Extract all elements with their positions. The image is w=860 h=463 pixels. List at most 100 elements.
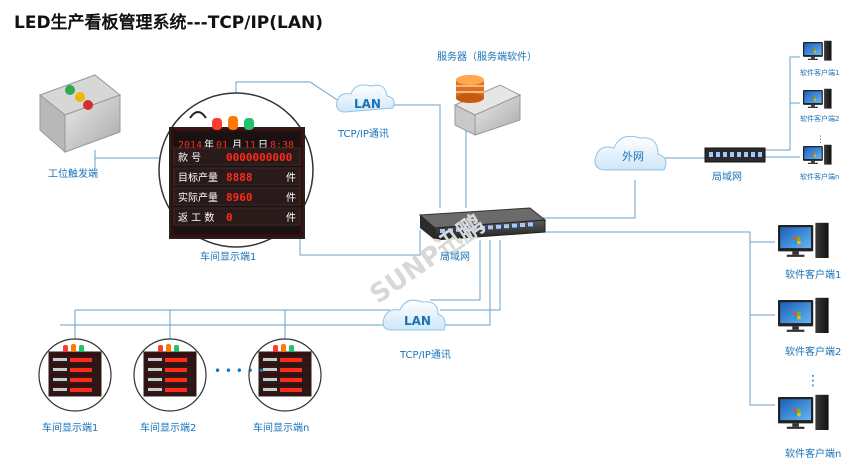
lan-bottom-word: LAN: [404, 314, 431, 328]
client-small-1-icon: [803, 40, 832, 61]
led-row-value: 8960: [226, 191, 253, 204]
line-switch-down1: [430, 240, 481, 301]
lan-cloud-bottom: LAN: [382, 299, 446, 331]
label-trigger: 工位触发端: [48, 169, 98, 180]
led-row: 实际产量 8960 件: [173, 187, 301, 206]
led-row-unit: 件: [286, 212, 296, 224]
line-lan-switch: [385, 104, 441, 208]
label-client-small-2: 软件客户端2: [800, 115, 840, 123]
client-small-n-icon: [803, 144, 832, 165]
line-board-switch: [299, 230, 421, 256]
green-lamp-icon: [244, 118, 254, 130]
ellipsis-dots: • • • • •: [214, 364, 265, 378]
page-title: LED生产看板管理系统---TCP/IP(LAN): [14, 13, 324, 33]
line-switch-down3: [440, 240, 501, 311]
red-button-icon: [83, 100, 93, 110]
led-row: 款 号 0000000000: [173, 147, 301, 166]
client-small-2-icon: [803, 88, 832, 109]
line-switch-wan: [540, 180, 636, 219]
client-small-ellipsis: ⋮: [816, 135, 825, 145]
led-date-year: 2014: [178, 140, 202, 151]
led-year-char: 年: [204, 138, 214, 151]
connection-lines: [60, 56, 800, 406]
switch-port-icon: [488, 225, 493, 230]
line-trigger-board: [94, 157, 160, 170]
label-bottom-display-1: 车间显示端1: [42, 423, 99, 434]
wan-cloud: 外网: [594, 135, 667, 171]
switch-port-icon: [480, 226, 485, 230]
switch-port-icon: [464, 227, 469, 232]
led-date-month: 01: [216, 140, 228, 151]
server-icon: [453, 75, 522, 136]
green-button-icon: [65, 85, 75, 95]
label-switch-right: 局域网: [712, 172, 742, 183]
switch-port-icon: [472, 226, 477, 231]
led-row-label: 返 工 数: [178, 211, 214, 224]
trigger-box: [38, 74, 122, 154]
client-1-icon: [778, 222, 829, 258]
led-row: 目标产量 8888 件: [173, 167, 301, 186]
line-board-lan: [235, 81, 346, 106]
label-server: 服务器（服务端软件）: [437, 52, 537, 63]
switch-port-icon: [716, 152, 720, 157]
switch-port-icon: [709, 152, 713, 157]
lan-top-word: LAN: [354, 97, 381, 111]
led-row-value: 8888: [226, 171, 253, 184]
led-row-label: 目标产量: [178, 171, 218, 184]
red-lamp-icon: [212, 118, 222, 130]
led-row-unit: 件: [286, 192, 296, 204]
small-switch-icon: [704, 147, 766, 163]
led-date-day: 11: [244, 140, 256, 151]
bottom-display-2-icon: [133, 338, 207, 412]
label-client-small-n: 软件客户端n: [800, 173, 840, 181]
switch-port-icon: [504, 224, 509, 229]
wan-label: 外网: [622, 150, 644, 163]
client-n-icon: [778, 394, 829, 430]
label-tcpip-bottom: TCP/IP通讯: [400, 350, 451, 361]
switch-port-icon: [440, 229, 445, 233]
label-client-1: 软件客户端1: [785, 270, 842, 281]
switch-port-icon: [744, 152, 748, 157]
led-rows: 2014 年 01 月 11 日 8:38 款 号 0000000000 目标产量 8…: [173, 138, 301, 226]
label-client-2: 软件客户端2: [785, 347, 842, 358]
switch-port-icon: [737, 152, 741, 157]
led-month-char: 月: [232, 139, 242, 151]
client-ellipsis: ⋮: [806, 373, 820, 389]
label-client-small-1: 软件客户端1: [800, 69, 840, 77]
line-switch-down2: [60, 240, 491, 326]
switch-port-icon: [456, 227, 461, 232]
label-tcpip-top: TCP/IP通讯: [338, 129, 389, 140]
orange-lamp-icon: [228, 116, 238, 130]
label-bottom-display-n: 车间显示端n: [253, 423, 310, 434]
led-row-label: 款 号: [178, 151, 201, 164]
bottom-display-1-icon: [38, 338, 112, 412]
bottom-display-n-icon: [248, 338, 322, 412]
led-time: 8:38: [270, 140, 294, 151]
led-row-value: 0: [226, 211, 233, 224]
label-bottom-display-2: 车间显示端2: [140, 423, 197, 434]
led-row-unit: 件: [286, 172, 296, 184]
lan-cloud-top: LAN: [336, 84, 395, 113]
switch-port-icon: [448, 228, 453, 233]
line-switch-clients: [540, 231, 775, 406]
label-client-n: 软件客户端n: [785, 449, 842, 460]
label-switch-center: 局域网: [440, 252, 470, 263]
switch-port-icon: [496, 224, 501, 229]
speaker-icon: [189, 111, 207, 119]
led-row-label: 实际产量: [178, 191, 218, 204]
switch-port-icon: [758, 152, 762, 157]
led-row: 返 工 数 0 件: [173, 207, 301, 226]
led-row-value: 0000000000: [226, 151, 292, 164]
central-switch-icon: [418, 207, 547, 241]
switch-port-icon: [528, 222, 533, 227]
switch-port-icon: [512, 223, 517, 228]
label-workshop-display: 车间显示端1: [200, 252, 257, 263]
switch-port-icon: [730, 152, 734, 157]
switch-port-icon: [723, 152, 727, 157]
client-2-icon: [778, 297, 829, 333]
led-day-char: 日: [258, 140, 268, 151]
switch-port-icon: [751, 152, 755, 157]
yellow-button-icon: [75, 92, 85, 102]
switch-port-icon: [520, 223, 525, 227]
